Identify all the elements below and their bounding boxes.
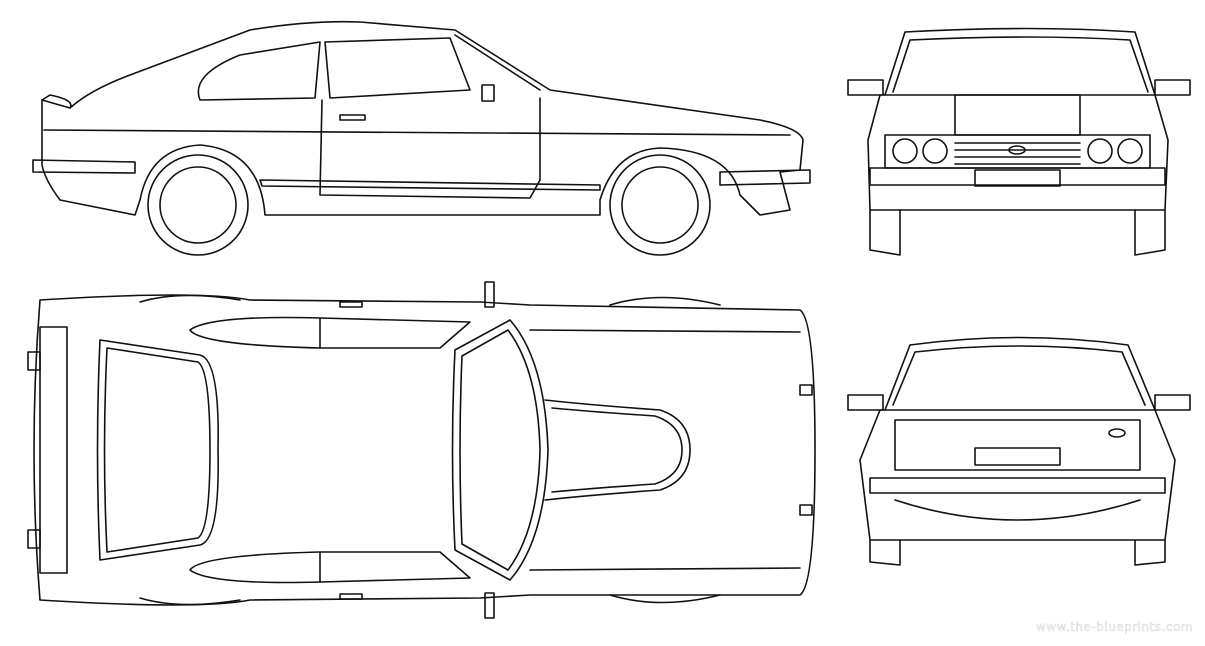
rear-view bbox=[847, 336, 1191, 566]
watermark: www.the-blueprints.com bbox=[1035, 620, 1193, 634]
side-view bbox=[32, 20, 811, 256]
front-view bbox=[847, 27, 1191, 256]
top-view bbox=[27, 281, 816, 619]
